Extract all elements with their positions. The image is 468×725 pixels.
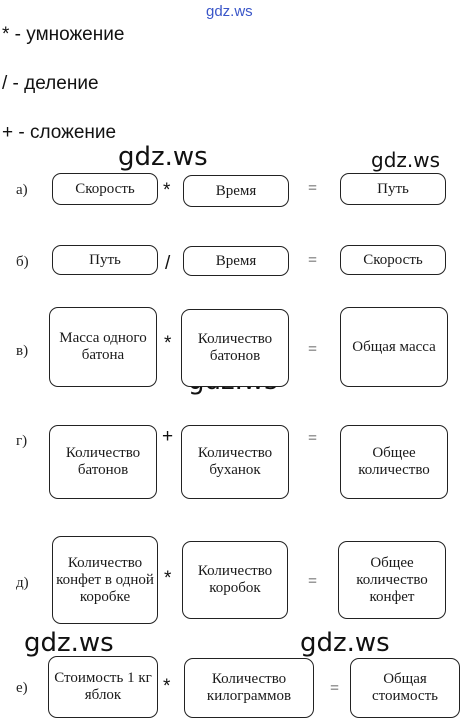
row-label-f: е) <box>16 680 28 696</box>
middle-box-b: Время <box>183 246 289 276</box>
result-box-a: Путь <box>340 173 446 205</box>
watermark: gdz.ws <box>118 142 208 172</box>
result-box-d: Общее количество <box>340 425 448 499</box>
result-box-f: Общая стоимость <box>350 658 460 718</box>
row-label-a: а) <box>16 182 28 198</box>
row-label-e: д) <box>16 575 29 591</box>
left-box-c: Масса одного батона <box>49 307 157 387</box>
legend-divide: / - деление <box>2 73 99 94</box>
watermark-top: gdz.ws <box>206 3 253 20</box>
watermark: gdz.ws <box>24 628 114 658</box>
watermark: gdz.ws <box>371 148 441 172</box>
equals-e: = <box>308 573 318 590</box>
row-label-d: г) <box>16 433 28 449</box>
equals-c: = <box>308 341 318 358</box>
watermark: gdz.ws <box>300 628 390 658</box>
operator-d: + <box>162 426 174 447</box>
legend-add: + - сложение <box>2 122 117 143</box>
middle-box-c: Количество батонов <box>181 309 289 387</box>
legend-multiply: * - умножение <box>2 24 125 45</box>
row-label-c: в) <box>16 343 29 359</box>
left-box-f: Стоимость 1 кг яблок <box>48 656 158 718</box>
left-box-b: Путь <box>52 245 158 275</box>
result-box-b: Скорость <box>340 245 446 275</box>
operator-e: * <box>164 568 172 589</box>
equals-d: = <box>308 430 318 447</box>
middle-box-f: Количество килограммов <box>184 658 314 718</box>
middle-box-a: Время <box>183 175 289 207</box>
operator-a: * <box>163 180 171 201</box>
equals-f: = <box>330 680 340 697</box>
operator-f: * <box>163 676 171 697</box>
left-box-e: Количество конфет в одной коробке <box>52 536 158 624</box>
equals-a: = <box>308 180 318 197</box>
result-box-e: Общее количество конфет <box>338 541 446 619</box>
left-box-d: Количество батонов <box>49 425 157 499</box>
middle-box-e: Количество коробок <box>182 541 288 619</box>
operator-b: / <box>165 253 171 274</box>
result-box-c: Общая масса <box>340 307 448 387</box>
operator-c: * <box>164 333 172 354</box>
equals-b: = <box>308 252 318 269</box>
left-box-a: Скорость <box>52 173 158 205</box>
row-label-b: б) <box>16 254 29 270</box>
middle-box-d: Количество буханок <box>181 425 289 499</box>
